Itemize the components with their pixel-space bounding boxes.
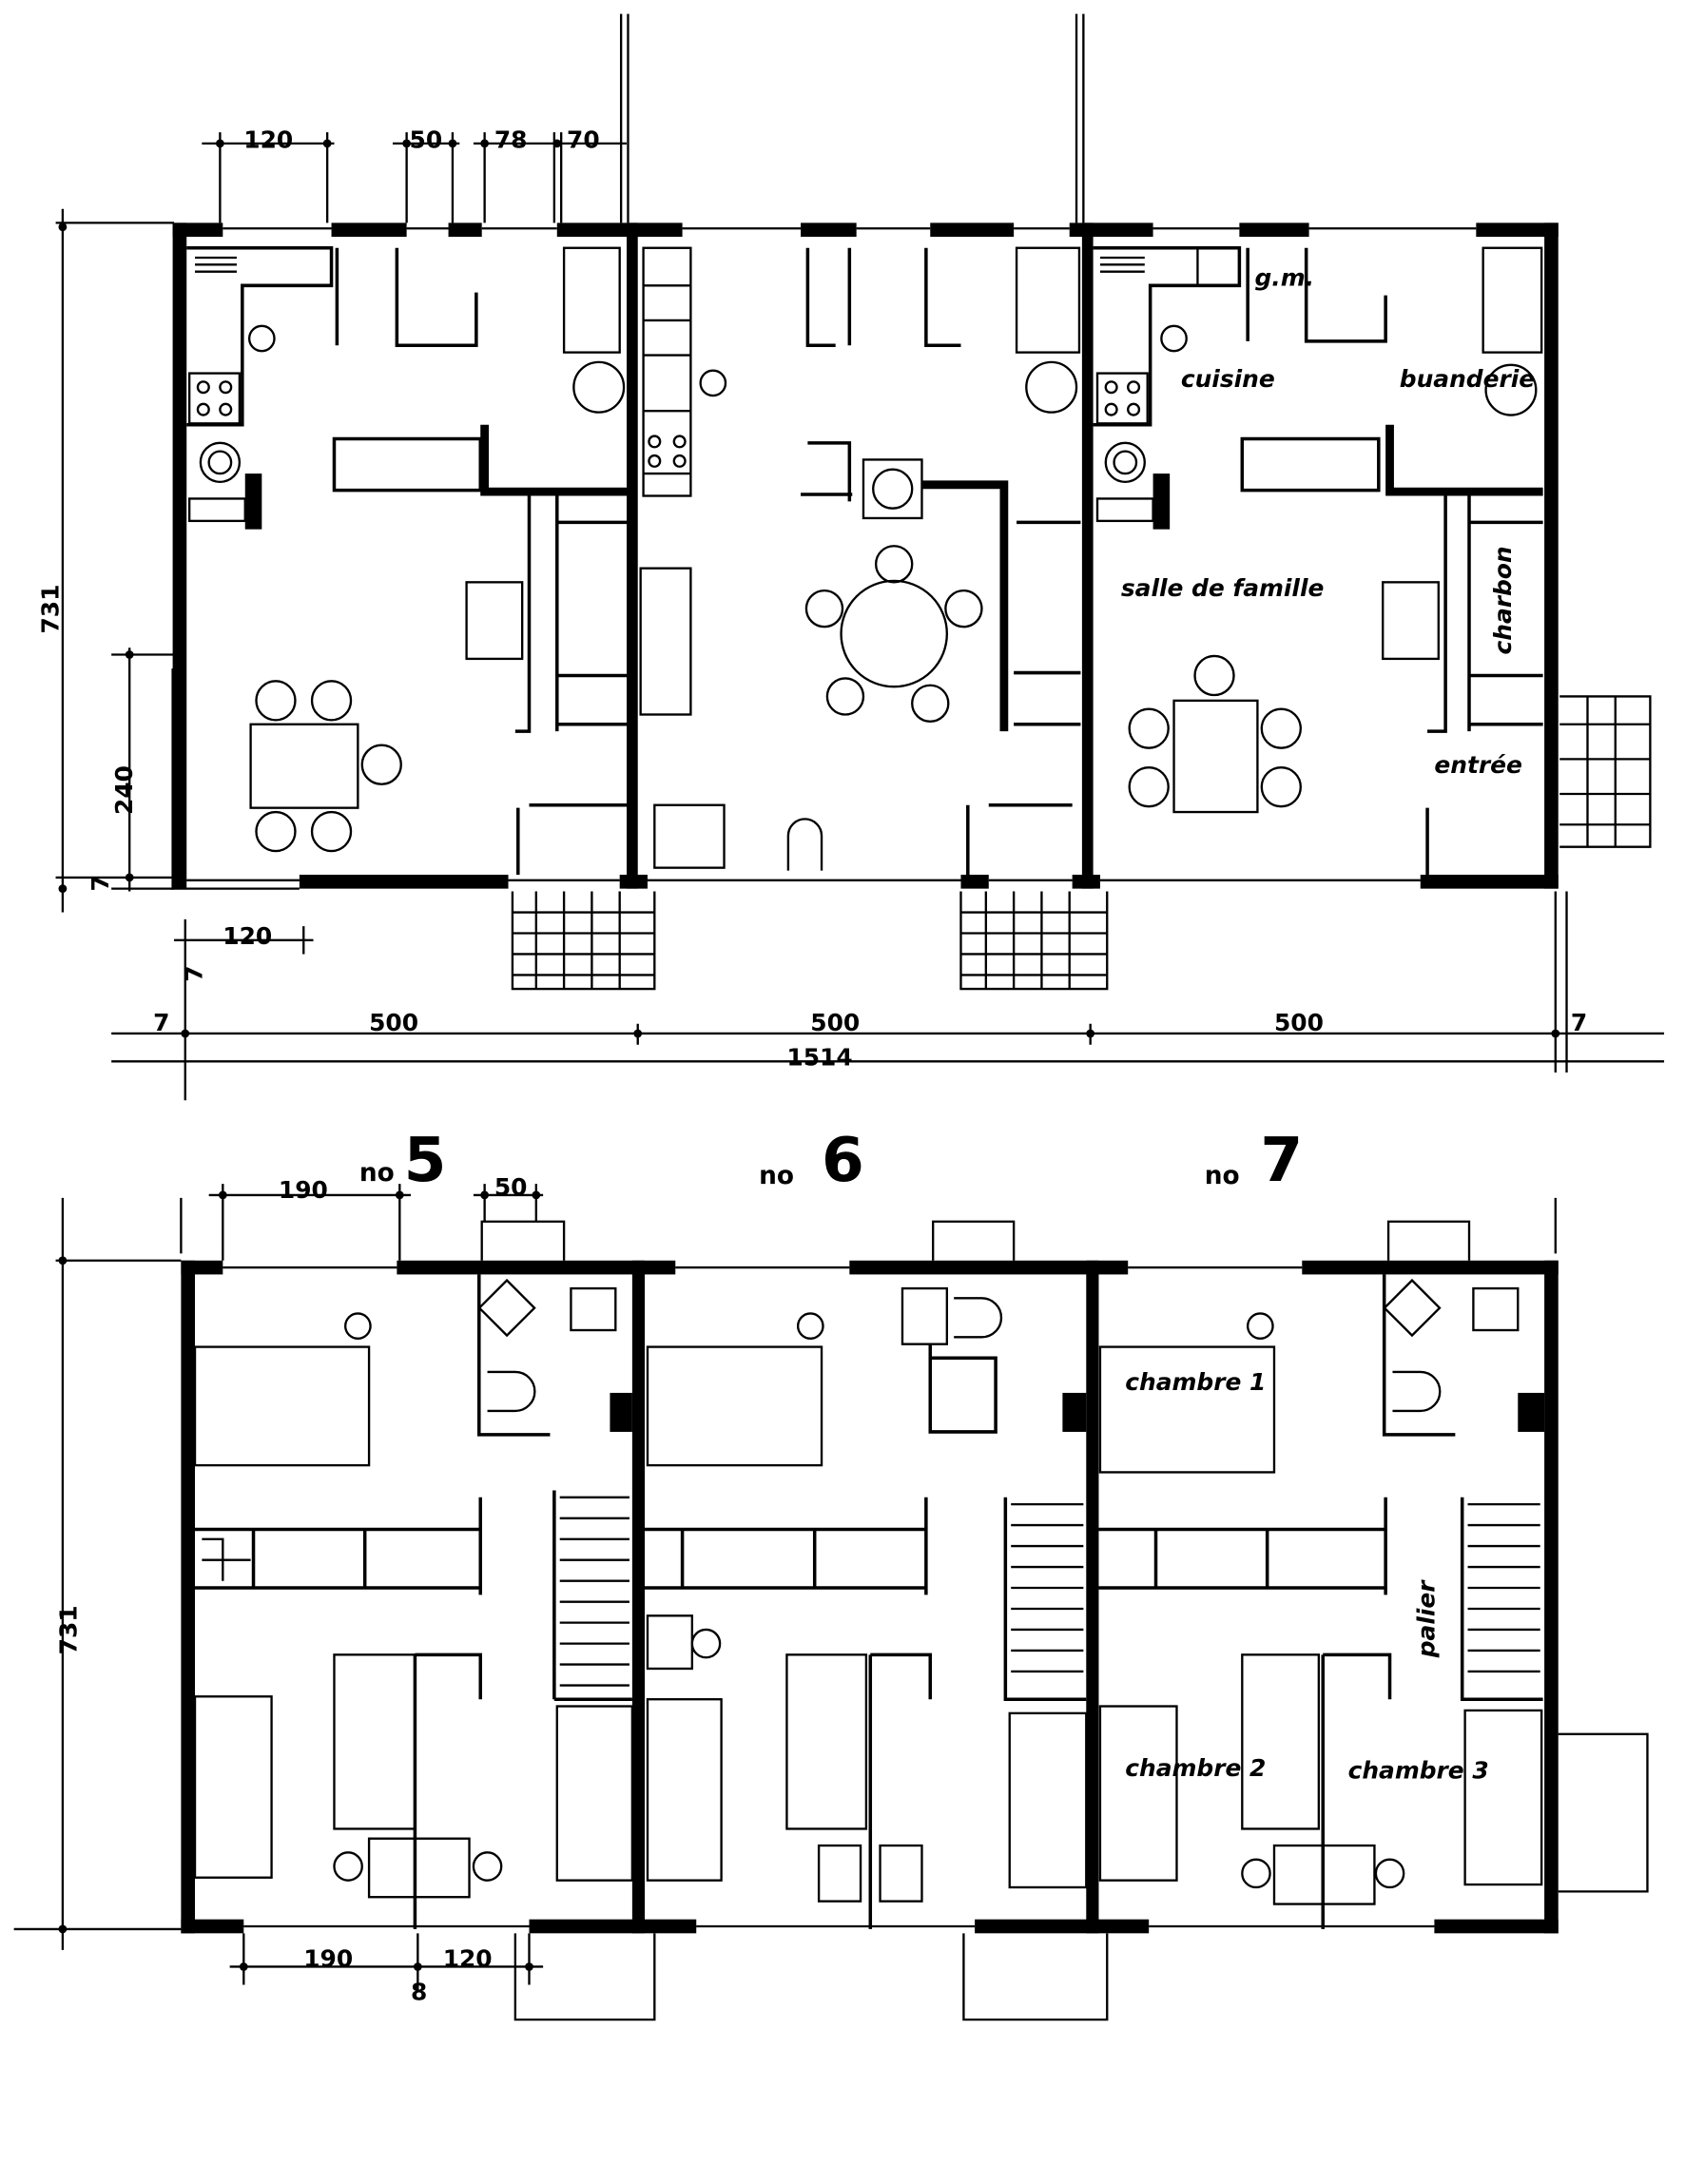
dim-top-120: 120 xyxy=(243,126,293,153)
dim-total-1514: 1514 xyxy=(786,1044,852,1072)
unit-5-number: 5 xyxy=(404,1125,447,1196)
dim-top-78: 78 xyxy=(494,126,528,153)
dim-bottom-7: 7 xyxy=(180,965,207,981)
room-label-salle-de-famille: salle de famille xyxy=(1121,574,1324,602)
upper-floor-dimension-lines xyxy=(13,1184,1557,1992)
ground-floor-dimension-lines xyxy=(55,132,1665,1101)
dim-top-50: 50 xyxy=(410,126,443,153)
upper-floor-plan: 190 50 731 190 8 120 chambre 1 palier ch… xyxy=(13,1173,1649,2021)
unit-6-prefix: no xyxy=(759,1162,794,1190)
entrance-step-grid xyxy=(511,695,1652,991)
dim-bay-1: 500 xyxy=(369,1009,418,1036)
upper-dim-bottom-120: 120 xyxy=(443,1944,493,1972)
room-label-chambre-1: chambre 1 xyxy=(1125,1368,1266,1396)
dim-right-7: 7 xyxy=(1571,1009,1587,1036)
room-label-gm: g.m. xyxy=(1254,263,1314,291)
upper-dim-bottom-190: 190 xyxy=(303,1944,353,1972)
dim-bottom-120: 120 xyxy=(223,922,272,950)
room-label-charbon: charbon xyxy=(1489,546,1517,654)
dim-top-70: 70 xyxy=(567,126,600,153)
room-label-chambre-3: chambre 3 xyxy=(1348,1757,1489,1785)
unit-6-number: 6 xyxy=(822,1125,864,1196)
room-label-cuisine: cuisine xyxy=(1181,365,1275,393)
unit-numbers: no 5 no 6 no 7 xyxy=(359,1125,1303,1196)
upper-dim-bottom-8: 8 xyxy=(411,1979,427,2006)
room-label-chambre-2: chambre 2 xyxy=(1125,1754,1266,1782)
dim-sill-7: 7 xyxy=(87,875,114,891)
dim-left-7: 7 xyxy=(153,1009,169,1036)
ground-floor-plan: 120 50 78 70 731 240 7 120 7 7 500 500 5… xyxy=(37,13,1665,1101)
upper-dim-height-731: 731 xyxy=(55,1605,83,1654)
unit-7-prefix: no xyxy=(1205,1162,1240,1190)
unit-7-number: 7 xyxy=(1260,1125,1303,1196)
upper-dim-top-50: 50 xyxy=(494,1173,528,1201)
room-label-entree: entrée xyxy=(1434,751,1521,779)
unit-5-prefix: no xyxy=(359,1159,395,1188)
dim-bay-2: 500 xyxy=(810,1009,860,1036)
room-label-buanderie: buanderie xyxy=(1400,365,1535,393)
dim-bay-3: 500 xyxy=(1274,1009,1324,1036)
dim-height-731: 731 xyxy=(37,585,65,634)
dim-window-240: 240 xyxy=(110,765,138,815)
room-label-palier: palier xyxy=(1412,1579,1440,1659)
upper-dim-top-190: 190 xyxy=(279,1176,328,1204)
